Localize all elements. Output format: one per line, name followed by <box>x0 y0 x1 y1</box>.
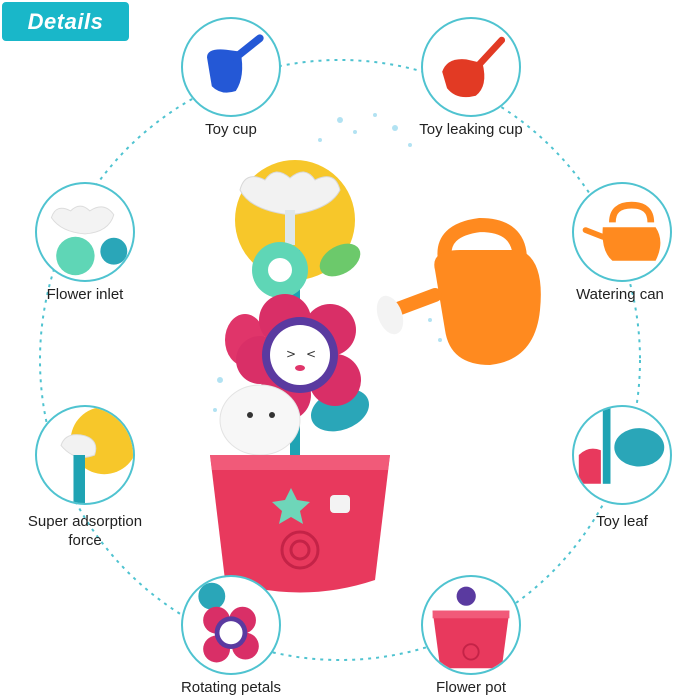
product-hero-image: > < <box>190 110 550 610</box>
watering-can-thumbnail <box>572 182 672 282</box>
details-badge-label: Details <box>27 8 104 34</box>
blue-cup-icon <box>207 34 264 93</box>
toy-cup-thumbnail <box>181 17 281 117</box>
flower-inlet-thumbnail <box>35 182 135 282</box>
toy-leaking-cup-thumbnail <box>421 17 521 117</box>
flower-inlet-label: Flower inlet <box>46 286 124 303</box>
rotating-petals-icon <box>198 582 259 663</box>
toy-leaf-label: Toy leaf <box>596 513 648 530</box>
rotating-petals-thumbnail <box>181 575 281 675</box>
flower-pot-thumbnail <box>421 575 521 675</box>
flower-pot-icon <box>432 586 510 669</box>
super-adsorption-thumbnail <box>35 405 135 505</box>
svg-text:<: < <box>306 347 316 361</box>
suction-cup-icon <box>60 407 133 503</box>
bath-flower-toy-illustration: > < <box>210 113 541 593</box>
super-adsorption-label-line1: Super adsorption <box>27 513 143 530</box>
flower-inlet-icon <box>50 205 128 276</box>
flower-pot-label: Flower pot <box>435 679 507 696</box>
toy-leaking-cup-label: Toy leaking cup <box>419 121 523 138</box>
leaf-icon <box>578 407 665 484</box>
details-badge: Details <box>2 2 129 41</box>
watering-can-icon <box>582 201 661 261</box>
toy-cup-label: Toy cup <box>205 121 257 138</box>
super-adsorption-label-line2: force <box>68 532 102 549</box>
toy-leaf-thumbnail <box>572 405 672 505</box>
rotating-petals-label: Rotating petals <box>180 679 282 696</box>
watering-can-label: Watering can <box>576 286 664 303</box>
red-leaking-cup-icon <box>442 36 506 98</box>
super-adsorption-label: Super adsorption force <box>5 512 165 550</box>
svg-text:>: > <box>286 347 296 361</box>
